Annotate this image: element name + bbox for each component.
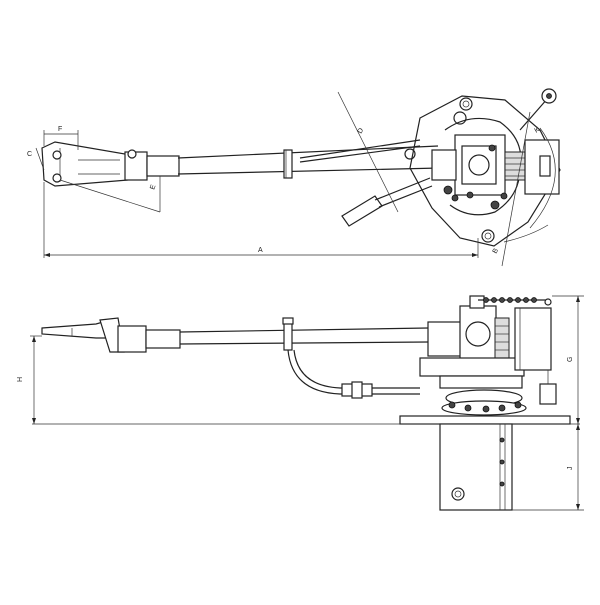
dimension-k: K <box>534 126 542 135</box>
label-j: J <box>567 467 574 471</box>
base-mount <box>439 423 513 511</box>
label-b: B <box>492 247 501 255</box>
headshell <box>41 141 129 187</box>
headshell-collar <box>124 149 180 181</box>
dimension-c: C <box>27 147 45 171</box>
anti-skate-weight <box>519 88 557 131</box>
label-e: E <box>149 184 157 191</box>
top-view: A F C E D B <box>27 88 561 267</box>
side-headshell <box>41 317 125 353</box>
side-cue-lever <box>341 381 373 399</box>
label-a: A <box>258 247 263 254</box>
side-arm-tube <box>179 327 429 345</box>
dimension-e: E <box>59 176 161 213</box>
side-view: H G J <box>17 295 584 511</box>
label-d: D <box>357 127 366 135</box>
dimension-d: D <box>337 91 399 213</box>
dimension-h: H <box>17 335 42 424</box>
cue-lever <box>341 177 433 227</box>
label-c: C <box>27 151 32 158</box>
arm-rest <box>282 317 420 395</box>
side-collar-sleeve <box>145 329 181 349</box>
arm-tube <box>177 145 441 179</box>
label-g: G <box>567 357 574 362</box>
pivot-housing <box>431 117 526 216</box>
mounting-plate <box>399 415 571 425</box>
dimension-g: G <box>552 295 584 424</box>
dimension-b: B <box>492 111 531 267</box>
dimension-j: J <box>512 424 584 511</box>
label-k: K <box>534 126 542 135</box>
side-collar <box>117 325 147 353</box>
side-pivot-assembly <box>419 295 527 416</box>
label-h: H <box>17 377 24 382</box>
side-anti-skate <box>478 297 552 306</box>
counterweight <box>524 139 560 195</box>
arm-lift-lever <box>299 139 421 163</box>
dimension-a: A <box>43 182 479 258</box>
label-f: F <box>58 126 62 133</box>
side-counterweight <box>514 307 557 405</box>
dimension-f: F <box>43 126 79 150</box>
